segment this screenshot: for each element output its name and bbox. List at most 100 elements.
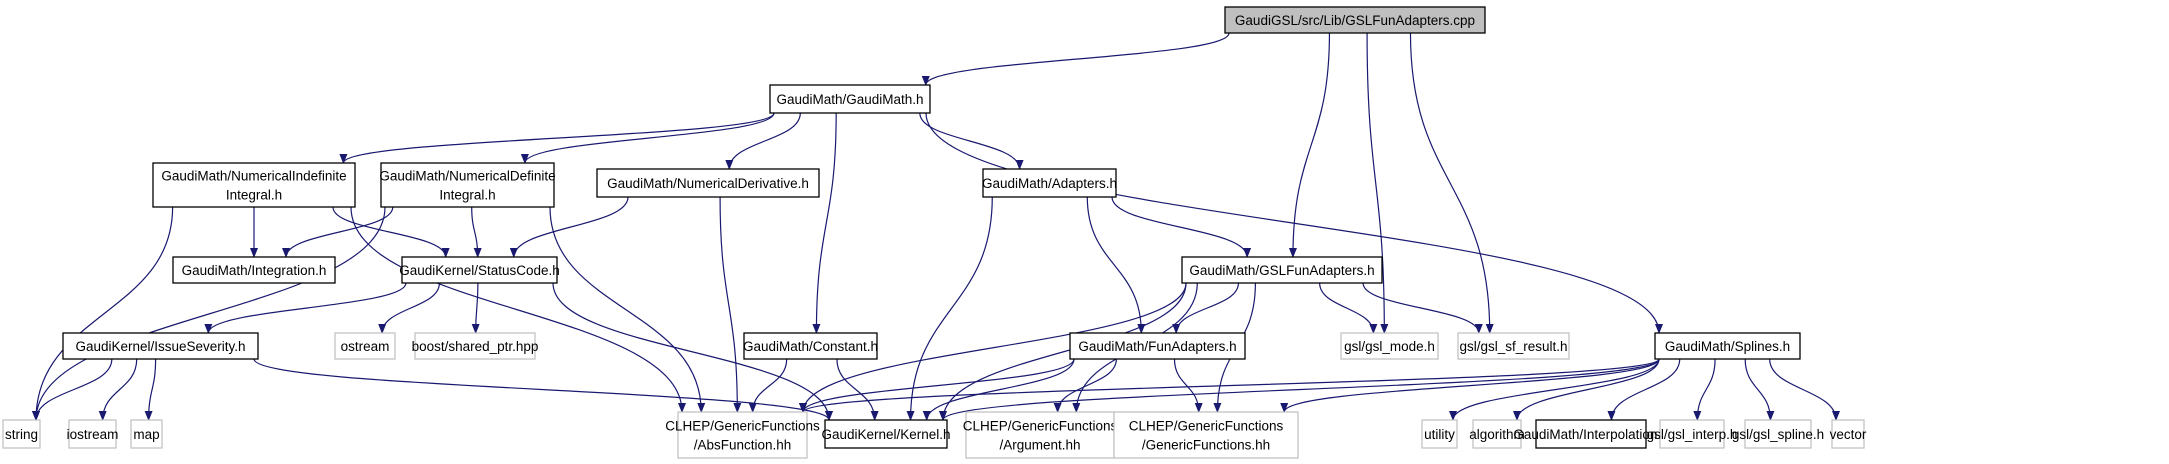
node-label: GaudiKernel/IssueSeverity.h [75,339,245,354]
node-label: GaudiMath/GaudiMath.h [776,92,923,107]
node-constant[interactable]: GaudiMath/Constant.h [743,332,878,360]
node-label: Integral.h [226,188,282,203]
edge-adapters-to-funadapters [1086,196,1146,334]
node-label: iostream [67,427,119,442]
node-gaudimath[interactable]: GaudiMath/GaudiMath.h [769,84,931,114]
node-issueseverity[interactable]: GaudiKernel/IssueSeverity.h [62,332,259,360]
node-label: GaudiMath/Integration.h [182,263,327,278]
node-box [152,162,356,208]
edge-splines-to-genericfunctions [1280,358,1660,413]
edge-funadapters-to-argument [1053,358,1117,413]
node-box [414,332,536,360]
edge-issueseverity-to-map [144,358,157,421]
edge-gaudimath-to-numindef [339,112,775,164]
node-funadapters[interactable]: GaudiMath/FunAdapters.h [1069,332,1246,360]
edge-gaudimath-to-splines [925,112,1663,334]
node-label: GaudiMath/Splines.h [1665,339,1790,354]
edge-root-to-gslmode [1366,32,1389,334]
edge-gslfunadapters-to-gslmode [1319,282,1378,334]
node-sharedptr: boost/shared_ptr.hpp [412,332,538,360]
node-label: utility [1424,427,1455,442]
edge-funadapters-to-kernel [922,358,1075,421]
edge-funadapters-to-absfunction [799,358,1075,413]
node-label: GaudiMath/Constant.h [743,339,878,354]
edge-statuscode-to-ostream [378,282,441,334]
node-string: string [2,419,41,449]
node-box [130,419,163,449]
node-statuscode[interactable]: GaudiKernel/StatusCode.h [399,256,560,284]
edge-gslfunadapters-to-gslsfresult [1362,282,1483,334]
node-label: GaudiKernel/Kernel.h [821,427,950,442]
edge-numdef-to-integration [282,206,394,258]
node-box [1457,332,1570,360]
node-gslspline: gsl/gsl_spline.h [1732,419,1824,449]
node-box [1069,332,1246,360]
node-interpolation[interactable]: GaudiMath/Interpolation.h [1513,419,1669,449]
node-label: vector [1830,427,1867,442]
node-label: map [133,427,159,442]
node-label: ostream [341,339,390,354]
edge-gaudimath-to-adapters [919,112,1024,170]
edges [32,32,1840,421]
edge-numindef-to-statuscode [332,206,450,258]
node-label: GaudiMath/NumericalIndefinite [161,169,346,184]
node-numderiv[interactable]: GaudiMath/NumericalDerivative.h [596,168,820,198]
edge-gslfunadapters-to-kernel [939,282,1187,421]
edge-gaudimath-to-numdef [520,112,775,164]
edge-splines-to-gslspline [1744,358,1775,421]
node-box [769,84,931,114]
node-map: map [130,419,163,449]
edge-root-to-gaudimath [921,32,1230,86]
node-box [68,419,117,449]
edge-statuscode-to-kernel [552,282,833,421]
node-label: string [5,427,38,442]
node-splines[interactable]: GaudiMath/Splines.h [1654,332,1801,360]
node-gslsfresult: gsl/gsl_sf_result.h [1457,332,1570,360]
edge-splines-to-absfunction [799,358,1660,413]
edge-splines-to-utility [1449,358,1660,421]
node-adapters[interactable]: GaudiMath/Adapters.h [982,168,1117,198]
node-box [1421,419,1458,449]
node-label: CLHEP/GenericFunctions [1129,419,1284,434]
edge-gslfunadapters-to-funadapters [1172,282,1240,334]
node-box [1224,6,1486,34]
node-box [1181,256,1383,284]
node-box [1340,332,1439,360]
edge-splines-to-interpolation [1607,358,1681,421]
node-gslmode: gsl/gsl_mode.h [1340,332,1439,360]
node-label: algorithm [1469,427,1525,442]
edge-root-to-gslsfresult [1409,32,1494,334]
node-integration[interactable]: GaudiMath/Integration.h [172,256,336,284]
node-gslfunadapters[interactable]: GaudiMath/GSLFunAdapters.h [1181,256,1383,284]
node-kernel[interactable]: GaudiKernel/Kernel.h [821,419,951,449]
edge-numdef-to-string [32,206,386,421]
node-box [1831,419,1865,449]
edge-statuscode-to-sharedptr [471,282,480,334]
edge-numdef-to-absfunction [549,206,706,413]
edge-issueseverity-to-kernel [253,358,833,421]
edge-splines-to-vector [1769,358,1840,421]
node-label: GaudiGSL/src/Lib/GSLFunAdapters.cpp [1235,13,1475,28]
edge-issueseverity-to-string [32,358,113,421]
edge-issueseverity-to-iostream [98,358,138,421]
edge-statuscode-to-issueseverity [204,282,407,334]
node-box [1659,419,1725,449]
node-iostream: iostream [67,419,119,449]
node-root[interactable]: GaudiGSL/src/Lib/GSLFunAdapters.cpp [1224,6,1486,34]
node-ostream: ostream [334,332,396,360]
node-label: GaudiMath/FunAdapters.h [1078,339,1236,354]
node-box [380,162,555,208]
node-label: gsl/gsl_interp.h [1647,427,1738,442]
edge-gslfunadapters-to-absfunction [799,282,1187,413]
edge-adapters-to-kernel [906,196,993,421]
node-box [1472,419,1522,449]
node-label: gsl/gsl_spline.h [1732,427,1824,442]
edge-splines-to-algorithm [1513,358,1660,421]
nodes: GaudiGSL/src/Lib/GSLFunAdapters.cppGaudi… [2,6,1867,459]
node-label: GaudiMath/Interpolation.h [1513,427,1668,442]
node-box [1744,419,1812,449]
node-box [1535,419,1647,449]
